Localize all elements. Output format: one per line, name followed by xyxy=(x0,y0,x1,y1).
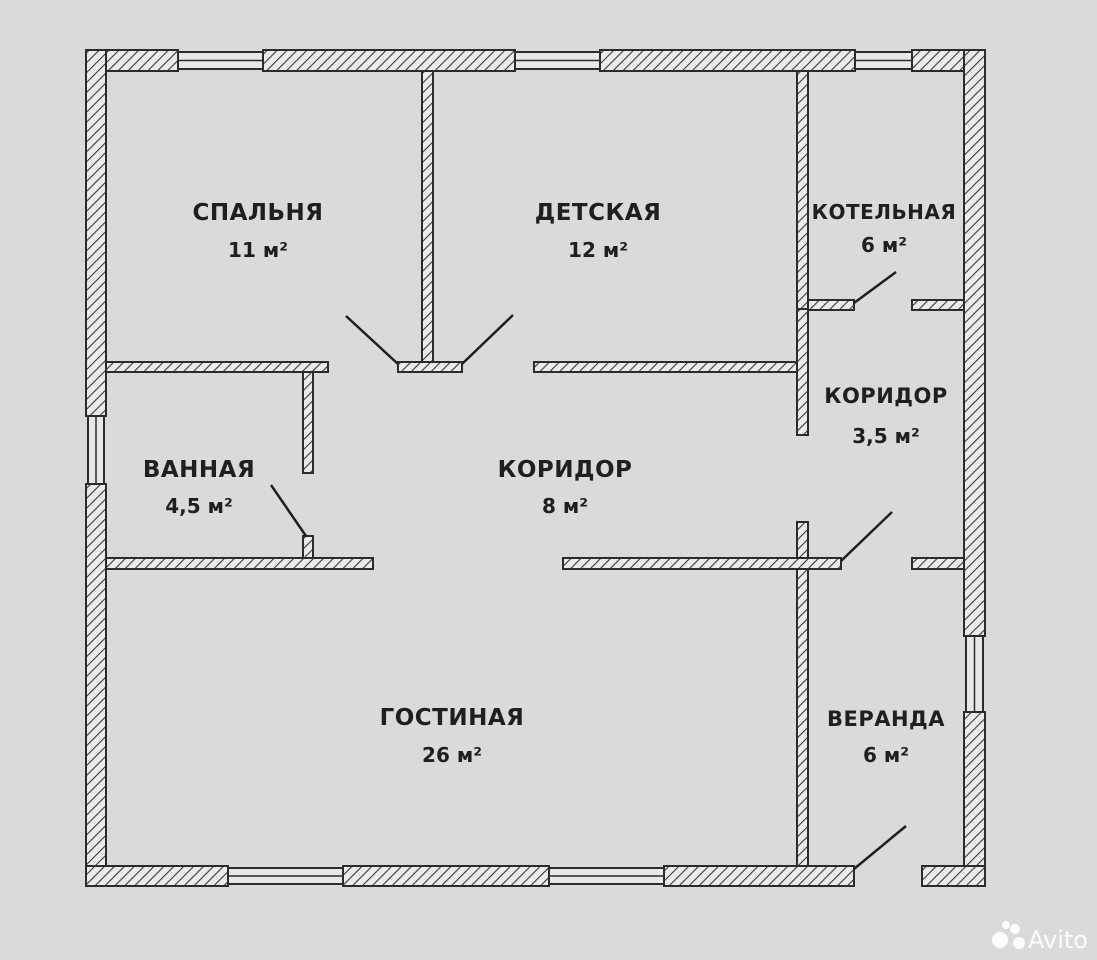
wall-corridor-right-upper xyxy=(796,308,809,436)
room-bathroom: ВАННАЯ 4,5 м² xyxy=(143,457,255,518)
wall-bottom-1 xyxy=(85,865,229,887)
avito-dots-icon xyxy=(992,921,1025,949)
window-right-veranda xyxy=(965,635,984,713)
wall-top-2 xyxy=(262,49,516,72)
wall-kids-bottom xyxy=(533,361,809,373)
door-boiler xyxy=(853,270,897,305)
wall-bottom-3 xyxy=(663,865,855,887)
room-bedroom-name: СПАЛЬНЯ xyxy=(192,200,323,226)
doors xyxy=(269,270,907,870)
room-living-area: 26 м² xyxy=(422,743,482,767)
window-left-bathroom xyxy=(87,415,105,485)
wall-bedroom-kids xyxy=(421,70,434,372)
window-bottom-living-2 xyxy=(548,867,665,885)
room-corridor-area: 8 м² xyxy=(542,494,588,518)
room-veranda: ВЕРАНДА 6 м² xyxy=(827,707,945,767)
room-boiler-name: КОТЕЛЬНАЯ xyxy=(812,200,957,224)
room-bedroom: СПАЛЬНЯ 11 м² xyxy=(192,200,323,262)
wall-bathroom-bottom xyxy=(105,557,374,570)
room-bedroom-area: 11 м² xyxy=(228,238,288,262)
wall-door-stub xyxy=(397,361,463,373)
door-bedroom xyxy=(345,315,399,365)
room-veranda-name: ВЕРАНДА xyxy=(827,707,945,731)
wall-veranda-top xyxy=(911,557,965,570)
wall-living-top xyxy=(562,557,842,570)
windows xyxy=(87,51,984,885)
room-bathroom-area: 4,5 м² xyxy=(165,494,233,518)
door-bathroom xyxy=(269,484,308,537)
room-kids-name: ДЕТСКАЯ xyxy=(535,200,662,226)
wall-kids-boiler xyxy=(796,70,809,310)
room-kids-area: 12 м² xyxy=(568,238,628,262)
room-bathroom-name: ВАННАЯ xyxy=(143,457,255,483)
room-veranda-area: 6 м² xyxy=(863,743,909,767)
wall-top-3 xyxy=(599,49,856,72)
room-corridor-small: КОРИДОР 3,5 м² xyxy=(824,384,947,448)
room-kids: ДЕТСКАЯ 12 м² xyxy=(535,200,662,262)
wall-bedroom-bottom xyxy=(105,361,329,373)
wall-bottom-4 xyxy=(921,865,986,887)
wall-left-2 xyxy=(85,483,107,887)
room-boiler-area: 6 м² xyxy=(861,233,907,257)
watermark-text: Avito xyxy=(1028,926,1088,954)
room-corridor: КОРИДОР 8 м² xyxy=(498,457,633,518)
wall-boiler-bottom-1 xyxy=(807,299,855,311)
room-living: ГОСТИНАЯ 26 м² xyxy=(380,705,525,767)
window-bottom-living-1 xyxy=(227,867,344,885)
wall-bathroom-right xyxy=(302,371,314,474)
wall-bathroom-door-stub xyxy=(302,535,314,559)
door-veranda-exit xyxy=(853,825,907,870)
wall-left-1 xyxy=(85,49,107,417)
wall-boiler-bottom-2 xyxy=(911,299,965,311)
room-corridor-small-name: КОРИДОР xyxy=(824,384,947,408)
interior-walls xyxy=(105,70,965,867)
door-corridor-small xyxy=(840,511,893,562)
exterior-walls xyxy=(85,49,986,887)
wall-right-2 xyxy=(963,711,986,887)
room-corridor-name: КОРИДОР xyxy=(498,457,633,483)
wall-living-veranda xyxy=(796,568,809,867)
door-kids xyxy=(461,314,514,365)
watermark: Avito xyxy=(992,921,1088,954)
window-top-bedroom xyxy=(177,51,264,70)
room-corridor-small-area: 3,5 м² xyxy=(852,424,920,448)
wall-bottom-2 xyxy=(342,865,550,887)
wall-living-veranda-upper xyxy=(796,521,809,559)
window-top-boiler xyxy=(854,51,913,70)
room-boiler: КОТЕЛЬНАЯ 6 м² xyxy=(812,200,957,257)
wall-right-1 xyxy=(963,49,986,637)
window-top-kids xyxy=(514,51,601,70)
room-living-name: ГОСТИНАЯ xyxy=(380,705,525,731)
